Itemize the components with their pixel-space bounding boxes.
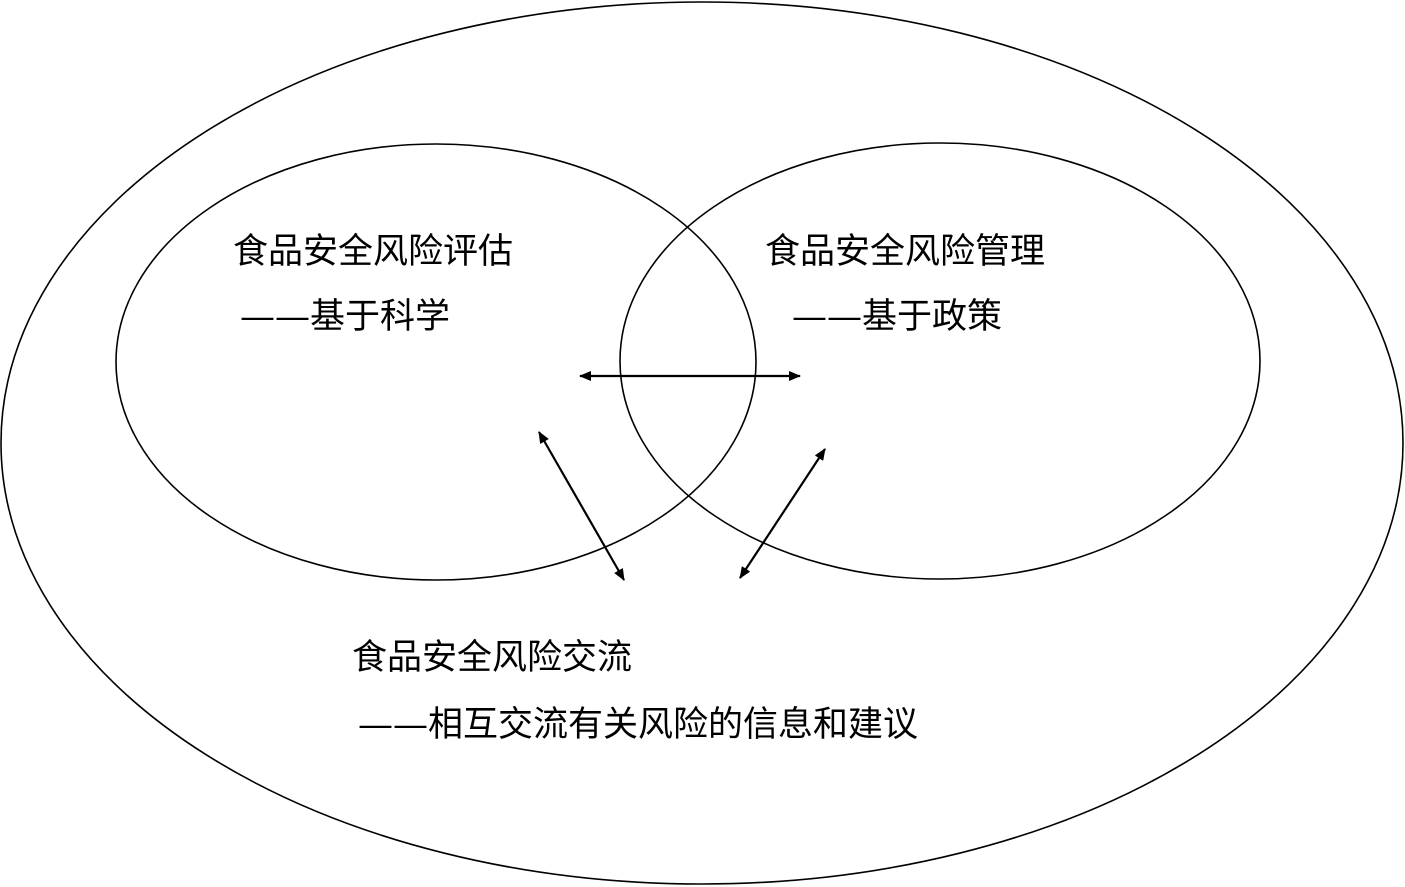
risk-communication-subtitle: ——相互交流有关风险的信息和建议 [358,705,919,745]
risk-communication-title: 食品安全风险交流 [352,638,633,678]
risk-management-subtitle: ——基于政策 [792,297,1003,337]
left-diagonal-double-arrow [538,431,625,581]
left-ellipse-risk-assessment [115,143,757,581]
right-ellipse-risk-management [619,142,1261,580]
right-diagonal-double-arrow [739,448,826,579]
risk-management-title: 食品安全风险管理 [765,232,1046,272]
risk-assessment-subtitle: ——基于科学 [240,297,451,337]
risk-assessment-title: 食品安全风险评估 [233,232,514,272]
